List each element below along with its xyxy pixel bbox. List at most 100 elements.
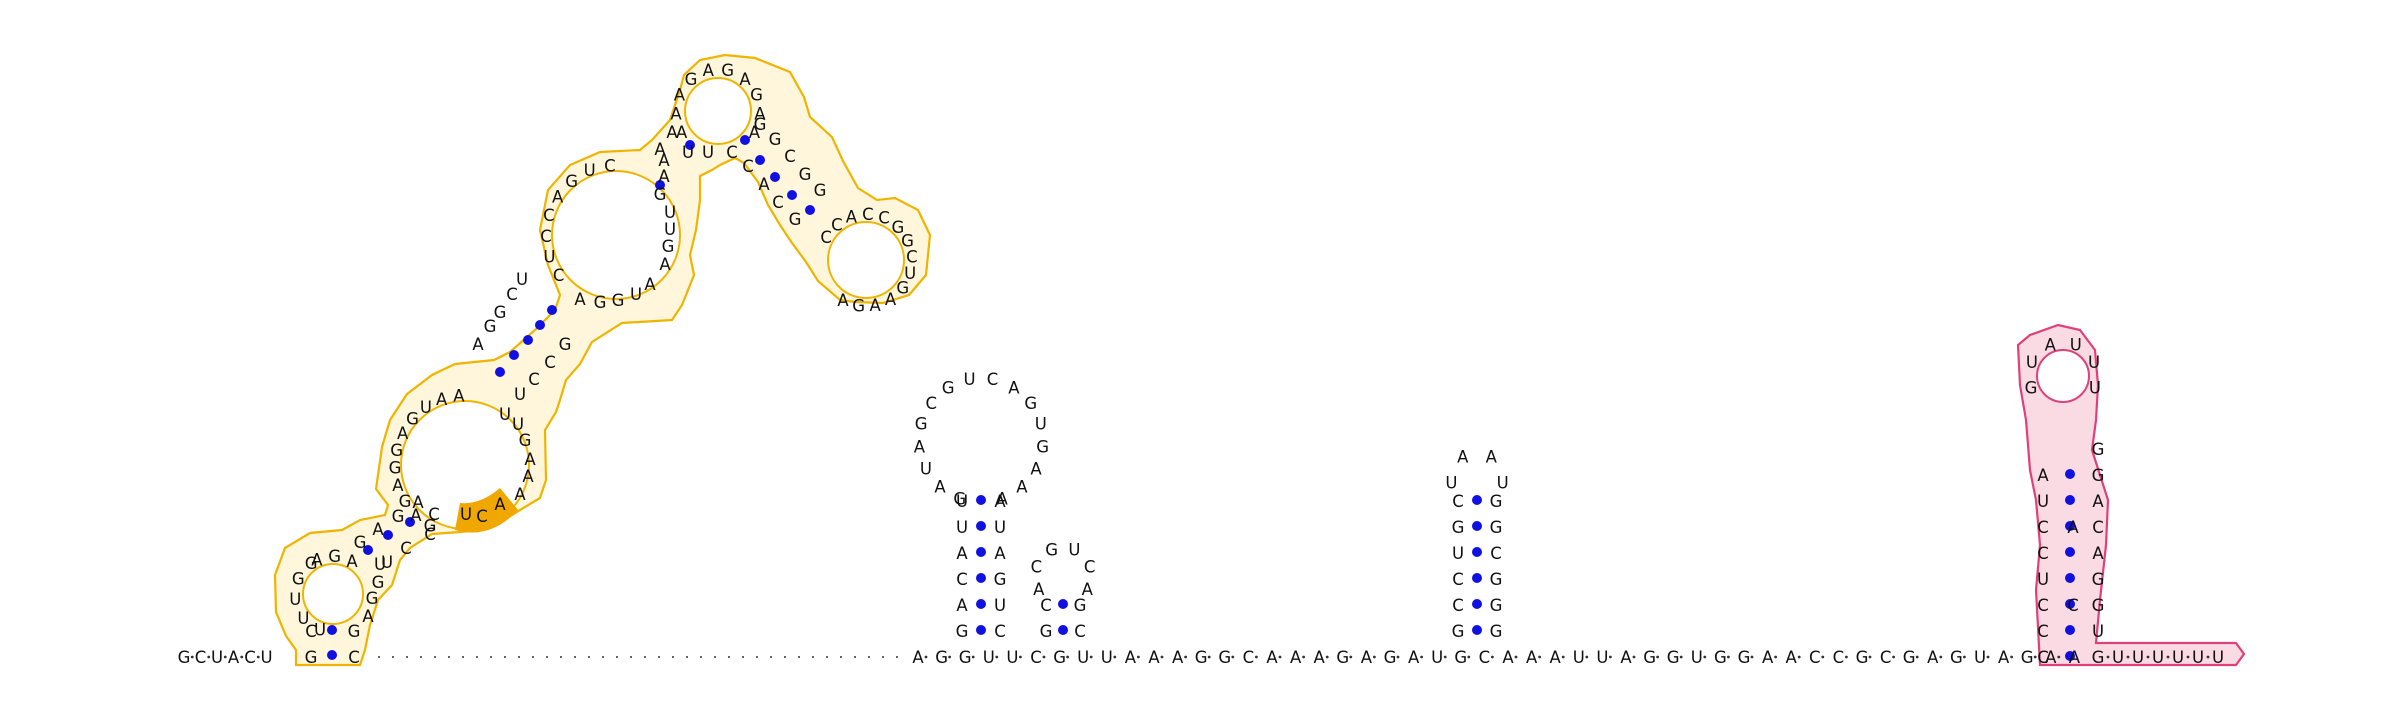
base-pair-dot xyxy=(1058,599,1068,609)
base-pair-dot xyxy=(1058,625,1068,635)
nucleotide: U xyxy=(702,143,714,162)
nucleotide: G xyxy=(1053,648,1066,667)
nucleotide: C xyxy=(987,370,999,389)
backbone-link xyxy=(1868,655,1872,659)
nucleotide: A xyxy=(1082,580,1094,599)
nucleotide: U xyxy=(2212,648,2224,667)
backbone-link xyxy=(1821,655,1825,659)
nucleotide: A xyxy=(2092,544,2104,563)
base-pair-dot xyxy=(976,547,986,557)
nucleotide: A xyxy=(676,123,688,142)
nucleotide: C xyxy=(544,353,556,372)
nucleotide: G xyxy=(1036,437,1049,456)
nucleotide: A xyxy=(412,493,424,512)
backbone-link xyxy=(2057,655,2061,659)
nucleotide: U xyxy=(963,370,975,389)
backbone-link xyxy=(207,655,211,659)
nucleotide: U xyxy=(297,609,309,628)
nucleotide: G xyxy=(1714,648,1727,667)
backbone-link xyxy=(1750,655,1754,659)
nucleotide: G xyxy=(2092,596,2105,615)
nucleotide: C xyxy=(878,209,890,228)
nucleotide: C xyxy=(2037,648,2049,667)
nucleotide: U xyxy=(2070,335,2082,354)
nucleotide: C xyxy=(994,622,1006,641)
nucleotide: U xyxy=(1431,648,1443,667)
backbone-link xyxy=(1514,655,1518,659)
backbone-link xyxy=(1986,655,1990,659)
nucleotide: A xyxy=(846,207,858,226)
nucleotide: G xyxy=(1490,492,1503,511)
backbone-link xyxy=(1774,655,1777,659)
nucleotide: A xyxy=(1408,648,1420,667)
nucleotide: U xyxy=(460,505,472,524)
nucleotide: A xyxy=(2092,492,2104,511)
nucleotide: U xyxy=(664,203,676,222)
nucleotide: G xyxy=(799,165,812,184)
nucleotide: G xyxy=(1490,518,1503,537)
backbone-link xyxy=(1609,655,1612,659)
backbone-link xyxy=(948,655,951,659)
backbone-link xyxy=(1089,655,1093,659)
nucleotide: U xyxy=(516,270,528,289)
backbone-link xyxy=(1396,655,1400,659)
nucleotide: C xyxy=(906,247,918,266)
backbone-link xyxy=(190,655,194,659)
nucleotide: U xyxy=(2089,379,2101,398)
nucleotide: C xyxy=(428,505,440,524)
nucleotide: G xyxy=(1856,648,1869,667)
nucleotide: G xyxy=(406,410,419,429)
backbone-link xyxy=(1184,655,1187,659)
nucleotide: A xyxy=(1927,648,1939,667)
nucleotide: G xyxy=(1490,622,1503,641)
nucleotide: G xyxy=(891,218,904,237)
nucleotide: C xyxy=(1833,648,1845,667)
nucleotide: G xyxy=(2092,440,2105,459)
nucleotide: A xyxy=(410,506,422,525)
nucleotide: C xyxy=(1084,557,1096,576)
nucleotide: C xyxy=(1809,648,1821,667)
base-pair-dot xyxy=(383,530,393,540)
nucleotide: G xyxy=(942,378,955,397)
nucleotide: U xyxy=(499,405,511,424)
nucleotide: U xyxy=(630,285,642,304)
nucleotide: A xyxy=(885,290,897,309)
nucleotide: A xyxy=(1290,648,1302,667)
nucleotide: G xyxy=(390,441,403,460)
nucleotide: A xyxy=(2045,335,2057,354)
nucleotide: U xyxy=(1974,648,1986,667)
nucleotide: G xyxy=(1950,648,1963,667)
nucleotide: G xyxy=(754,115,767,134)
backbone-link xyxy=(2166,655,2170,659)
base-pair-dot xyxy=(1472,625,1482,635)
base-pair-dot xyxy=(685,140,695,150)
nucleotide: U xyxy=(2037,570,2049,589)
base-pair-dot xyxy=(1472,495,1482,505)
nucleotide: A xyxy=(372,520,384,539)
nucleotide: A xyxy=(956,596,968,615)
nucleotide: C xyxy=(956,570,968,589)
nucleotide: A xyxy=(703,61,715,80)
nucleotide: U xyxy=(664,220,676,239)
nucleotide: G xyxy=(959,648,972,667)
backbone-link xyxy=(1019,655,1022,659)
nucleotide: U xyxy=(1006,648,1018,667)
backbone-link xyxy=(2126,655,2130,659)
backbone-link xyxy=(1727,655,1730,659)
nucleotide: G xyxy=(662,237,675,256)
backbone-link xyxy=(1585,655,1589,659)
backbone-link xyxy=(1137,655,1140,659)
nucleotide: U xyxy=(956,492,968,511)
nucleotide: A xyxy=(644,275,656,294)
nucleotide: A xyxy=(659,255,671,274)
nucleotide: C xyxy=(2037,596,2049,615)
base-pair-dot xyxy=(976,521,986,531)
nucleotide: G xyxy=(1452,622,1465,641)
nucleotide: G xyxy=(1074,596,1087,615)
nucleotide: C xyxy=(1074,622,1086,641)
nucleotide: U xyxy=(420,398,432,417)
nucleotide: C xyxy=(784,147,796,166)
nucleotide: U xyxy=(314,621,326,640)
nucleotide: A xyxy=(522,467,534,486)
